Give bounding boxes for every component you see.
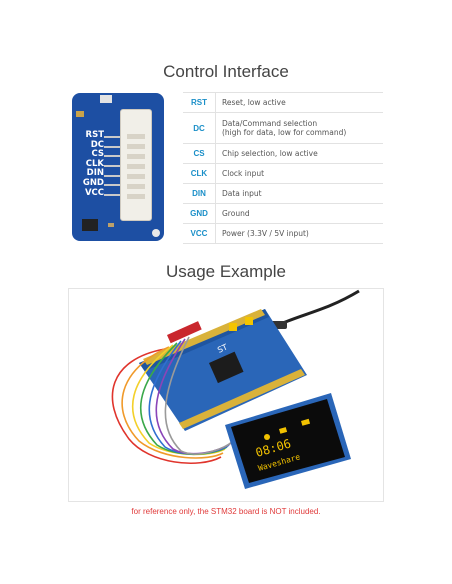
pin-name: CS <box>183 143 216 164</box>
pin-description: Clock input <box>215 163 383 184</box>
pin-row: DIN Data input <box>183 183 383 204</box>
pin-description: Data input <box>215 183 383 204</box>
pin-row: DC Data/Command selection (high for data… <box>183 112 383 144</box>
pin-description: Ground <box>215 203 383 224</box>
pin-trace <box>104 194 122 196</box>
board-pin-label: VCC <box>84 187 104 198</box>
pin-trace <box>104 175 122 177</box>
board-pin-label: CS <box>91 149 104 160</box>
pin-name: DC <box>183 112 216 144</box>
pin-row: CLK Clock input <box>183 163 383 184</box>
pin-name: CLK <box>183 163 216 184</box>
pin-name: VCC <box>183 223 216 244</box>
board-pin-labels: RST DC CS CLK DIN GND VCC <box>78 130 104 198</box>
pin-name: DIN <box>183 183 216 204</box>
pin-description: Data/Command selection (high for data, l… <box>215 112 383 144</box>
pin-row: CS Chip selection, low active <box>183 143 383 164</box>
pin-trace <box>104 165 122 167</box>
pin-row: RST Reset, low active <box>183 92 383 113</box>
board-connector-photo: RST DC CS CLK DIN GND VCC <box>72 93 164 241</box>
pin-trace <box>104 155 122 157</box>
board-pin-label: RST <box>85 130 104 140</box>
board-pin-label: CLK <box>85 158 104 169</box>
svg-text:ST: ST <box>216 343 229 355</box>
usage-example-title: Usage Example <box>165 262 286 281</box>
board-pin-label: DC <box>90 139 104 150</box>
pin-description: Power (3.3V / 5V input) <box>215 223 383 244</box>
board-components <box>76 95 160 237</box>
pin-name: RST <box>183 92 216 113</box>
pin-row: GND Ground <box>183 203 383 224</box>
pin-description: Reset, low active <box>215 92 383 113</box>
pin-trace <box>104 184 122 186</box>
pin-row: VCC Power (3.3V / 5V input) <box>183 223 383 244</box>
usage-example-photo: ST 08:06 Waveshare <box>68 288 384 502</box>
stm32-with-oled-illustration: ST 08:06 Waveshare <box>111 289 360 489</box>
pin-trace <box>104 136 122 138</box>
board-pin-label: DIN <box>86 168 104 179</box>
pin-description: Chip selection, low active <box>215 143 383 164</box>
pin-table: RST Reset, low active DC Data/Command se… <box>183 92 383 244</box>
reference-caption: for reference only, the STM32 board is N… <box>131 507 321 516</box>
pin-trace <box>104 146 122 148</box>
board-pin-label: GND <box>82 177 104 188</box>
control-interface-title: Control Interface <box>163 62 289 81</box>
pin-name: GND <box>183 203 216 224</box>
connector-header <box>120 109 152 221</box>
